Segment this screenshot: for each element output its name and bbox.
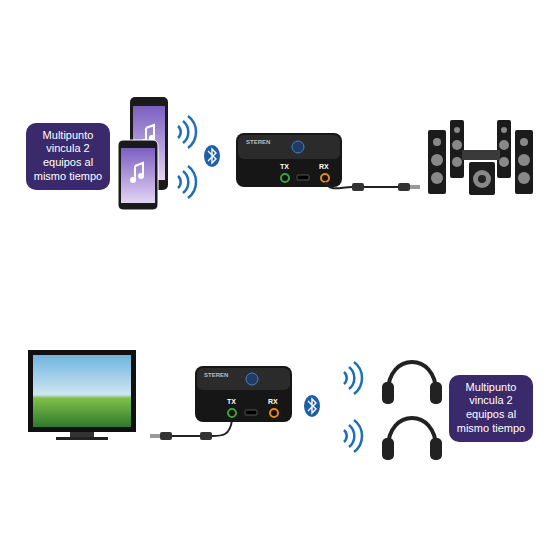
device-label: RX <box>268 398 278 405</box>
callout-text: Multipunto vincula 2 equipos al mismo ti… <box>31 129 105 184</box>
callout-box: Multipunto vincula 2 equipos al mismo ti… <box>26 123 110 190</box>
wireless-waves <box>344 362 362 452</box>
phone <box>118 140 158 210</box>
audio-cable <box>150 420 232 440</box>
bluetooth-device <box>236 133 342 187</box>
television <box>28 350 136 440</box>
callout-box: Multipunto vincula 2 equipos al mismo ti… <box>449 375 533 442</box>
bluetooth-device <box>195 366 292 422</box>
device-label: STEREN <box>204 372 228 378</box>
headphones <box>382 418 442 460</box>
device-label: STEREN <box>246 139 270 145</box>
device-label: TX <box>227 398 236 405</box>
wireless-waves <box>178 116 196 198</box>
callout-text: Multipunto vincula 2 equipos al mismo ti… <box>454 381 528 436</box>
device-label: RX <box>319 163 329 170</box>
bluetooth-symbol <box>204 145 220 167</box>
headphones <box>382 362 442 404</box>
audio-cable <box>325 182 420 191</box>
bluetooth-symbol <box>304 395 320 417</box>
device-label: TX <box>280 163 289 170</box>
speaker-system <box>428 120 533 195</box>
